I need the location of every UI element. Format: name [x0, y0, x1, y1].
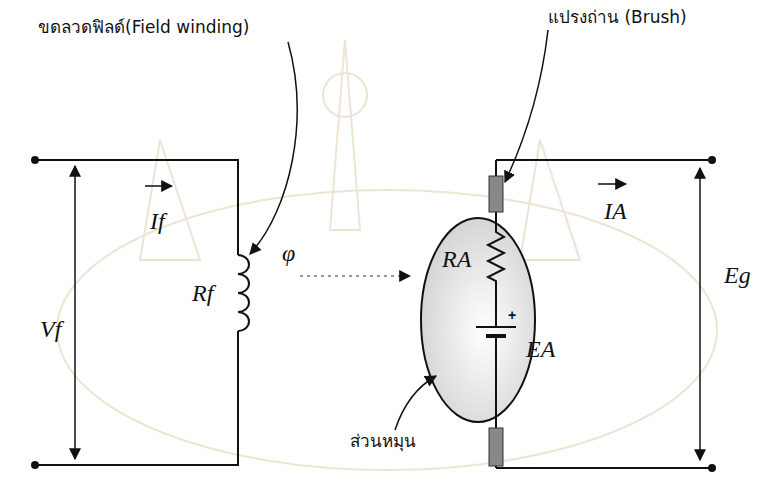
flux-label: φ [282, 240, 295, 266]
leader-line [250, 42, 297, 254]
current-arrow [598, 183, 626, 185]
field-coil [238, 255, 249, 331]
leader-line [395, 376, 436, 430]
field-circuit [35, 160, 249, 465]
current-arrow [145, 185, 172, 187]
terminal [708, 464, 716, 472]
callout-label: ขดลวดฟิลด์(Field winding) [38, 18, 249, 37]
leader-line [505, 30, 548, 182]
rotor [421, 218, 535, 422]
terminal [31, 461, 39, 469]
terminal [708, 156, 716, 164]
voltage-arrow [74, 166, 76, 459]
callout-label: แปรงถ่าน (Brush) [548, 8, 687, 27]
current-label: IA [604, 198, 627, 224]
terminal [31, 156, 39, 164]
current-label: If [150, 208, 165, 234]
emf-label: EA [526, 336, 555, 362]
voltage-arrow [699, 168, 701, 460]
resistance-label: Rf [192, 280, 213, 306]
brush [489, 428, 503, 466]
armature-circuit [476, 160, 712, 468]
voltage-label: Eg [724, 262, 751, 288]
polarity-mark: + [508, 308, 516, 323]
voltage-label: Vf [40, 316, 61, 342]
brush [489, 176, 503, 212]
watermark [57, 40, 717, 470]
flux-arrow [300, 275, 410, 277]
resistance-label: RA [442, 246, 471, 272]
callout-label: ส่วนหมุน [350, 432, 416, 451]
